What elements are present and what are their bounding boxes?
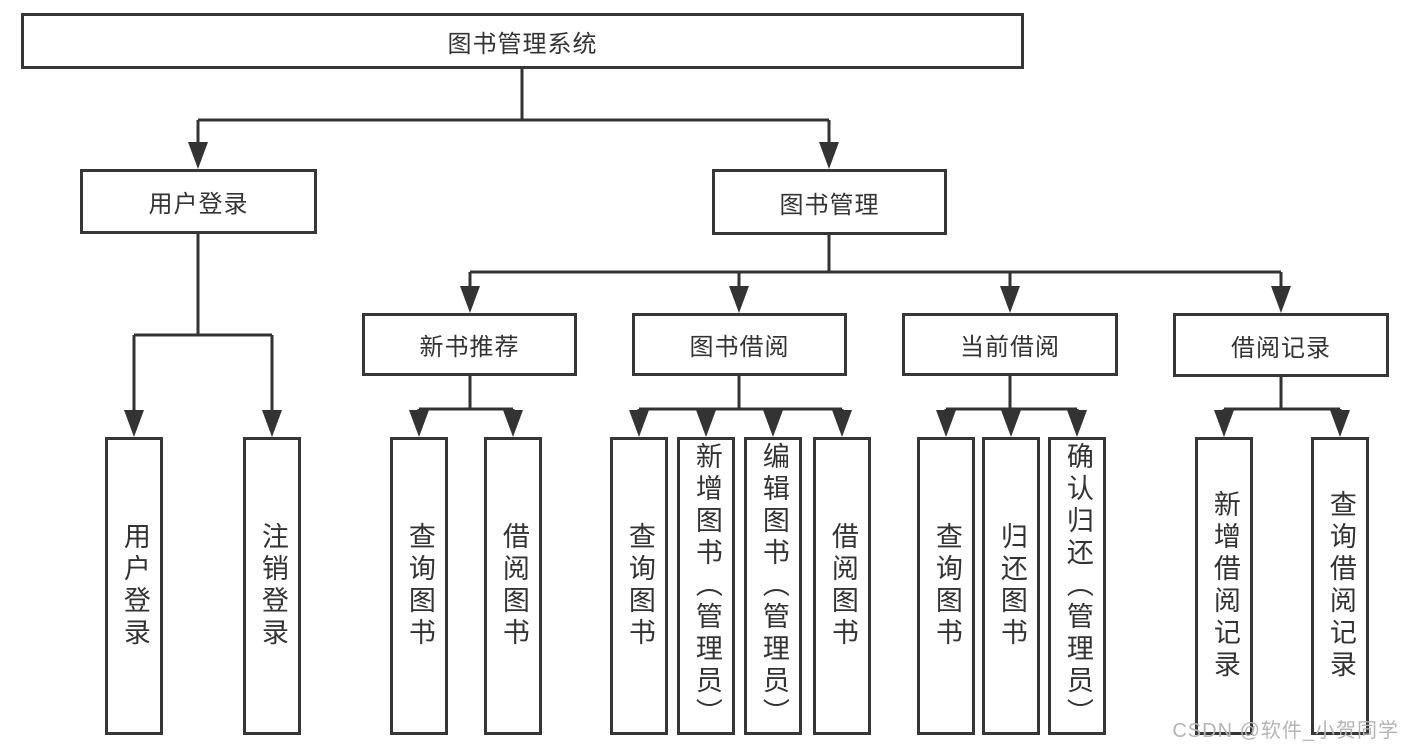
node-book-borrow: 图书借阅 <box>632 313 847 376</box>
leaf-bb-add-book-admin-label: 新增图书（管理员） <box>691 442 722 730</box>
leaf-bb-edit-book-admin-label: 编辑图书（管理员） <box>758 442 789 730</box>
connector-book-borrow-to-leaves <box>637 376 844 424</box>
leaf-cb-confirm-return-admin: 确认归还（管理员） <box>1048 437 1106 735</box>
node-book-management: 图书管理 <box>712 169 947 235</box>
node-current-borrow-label: 当前借阅 <box>960 334 1060 361</box>
leaf-nb-borrow-book-label: 借阅图书 <box>498 522 529 650</box>
leaf-bb-add-book-admin: 新增图书（管理员） <box>677 437 735 735</box>
leaf-cb-confirm-return-admin-label: 确认归还（管理员） <box>1062 442 1093 730</box>
arrowheads <box>124 142 1350 437</box>
leaf-nb-borrow-book: 借阅图书 <box>484 437 542 735</box>
leaf-logout: 注销登录 <box>243 437 301 735</box>
leaf-bb-borrow-book: 借阅图书 <box>813 437 871 735</box>
leaf-br-add-record: 新增借阅记录 <box>1195 437 1253 735</box>
leaf-bb-borrow-book-label: 借阅图书 <box>827 522 858 650</box>
leaf-cb-return-book: 归还图书 <box>982 437 1040 735</box>
leaf-br-add-record-label: 新增借阅记录 <box>1209 490 1240 682</box>
connector-book-management-to-level3 <box>468 235 1283 300</box>
leaf-br-query-record: 查询借阅记录 <box>1311 437 1369 735</box>
node-root-system: 图书管理系统 <box>21 13 1024 69</box>
connector-borrow-record-to-leaves <box>1222 377 1342 424</box>
connector-new-book-to-leaves <box>417 376 515 424</box>
leaf-bb-edit-book-admin: 编辑图书（管理员） <box>744 437 802 735</box>
leaf-cb-return-book-label: 归还图书 <box>996 522 1027 650</box>
node-new-book-recommend: 新书推荐 <box>362 313 577 376</box>
leaf-cb-query-book-label: 查询图书 <box>931 522 962 650</box>
leaf-bb-query-book: 查询图书 <box>610 437 668 735</box>
node-borrow-record: 借阅记录 <box>1173 313 1389 377</box>
node-borrow-record-label: 借阅记录 <box>1231 334 1331 362</box>
node-root-label: 图书管理系统 <box>447 30 598 58</box>
leaf-nb-query-book: 查询图书 <box>390 437 448 735</box>
leaf-br-query-record-label: 查询借阅记录 <box>1325 490 1356 682</box>
csdn-watermark: CSDN @软件_小贺同学 <box>1172 720 1399 742</box>
leaf-user-login-label: 用户登录 <box>119 522 150 650</box>
node-user-login: 用户登录 <box>80 169 317 234</box>
node-new-book-recommend-label: 新书推荐 <box>419 334 520 361</box>
node-current-borrow: 当前借阅 <box>902 313 1118 376</box>
leaf-cb-query-book: 查询图书 <box>917 437 975 735</box>
leaf-bb-query-book-label: 查询图书 <box>624 522 655 650</box>
leaf-nb-query-book-label: 查询图书 <box>404 522 435 650</box>
leaf-logout-label: 注销登录 <box>257 522 288 650</box>
leaf-user-login: 用户登录 <box>105 437 163 735</box>
connector-user-login-to-leaves <box>132 234 274 424</box>
node-user-login-label: 用户登录 <box>148 191 249 218</box>
node-book-borrow-label: 图书借阅 <box>689 334 790 361</box>
connector-root-to-level2 <box>196 69 831 156</box>
node-book-management-label: 图书管理 <box>779 191 880 219</box>
